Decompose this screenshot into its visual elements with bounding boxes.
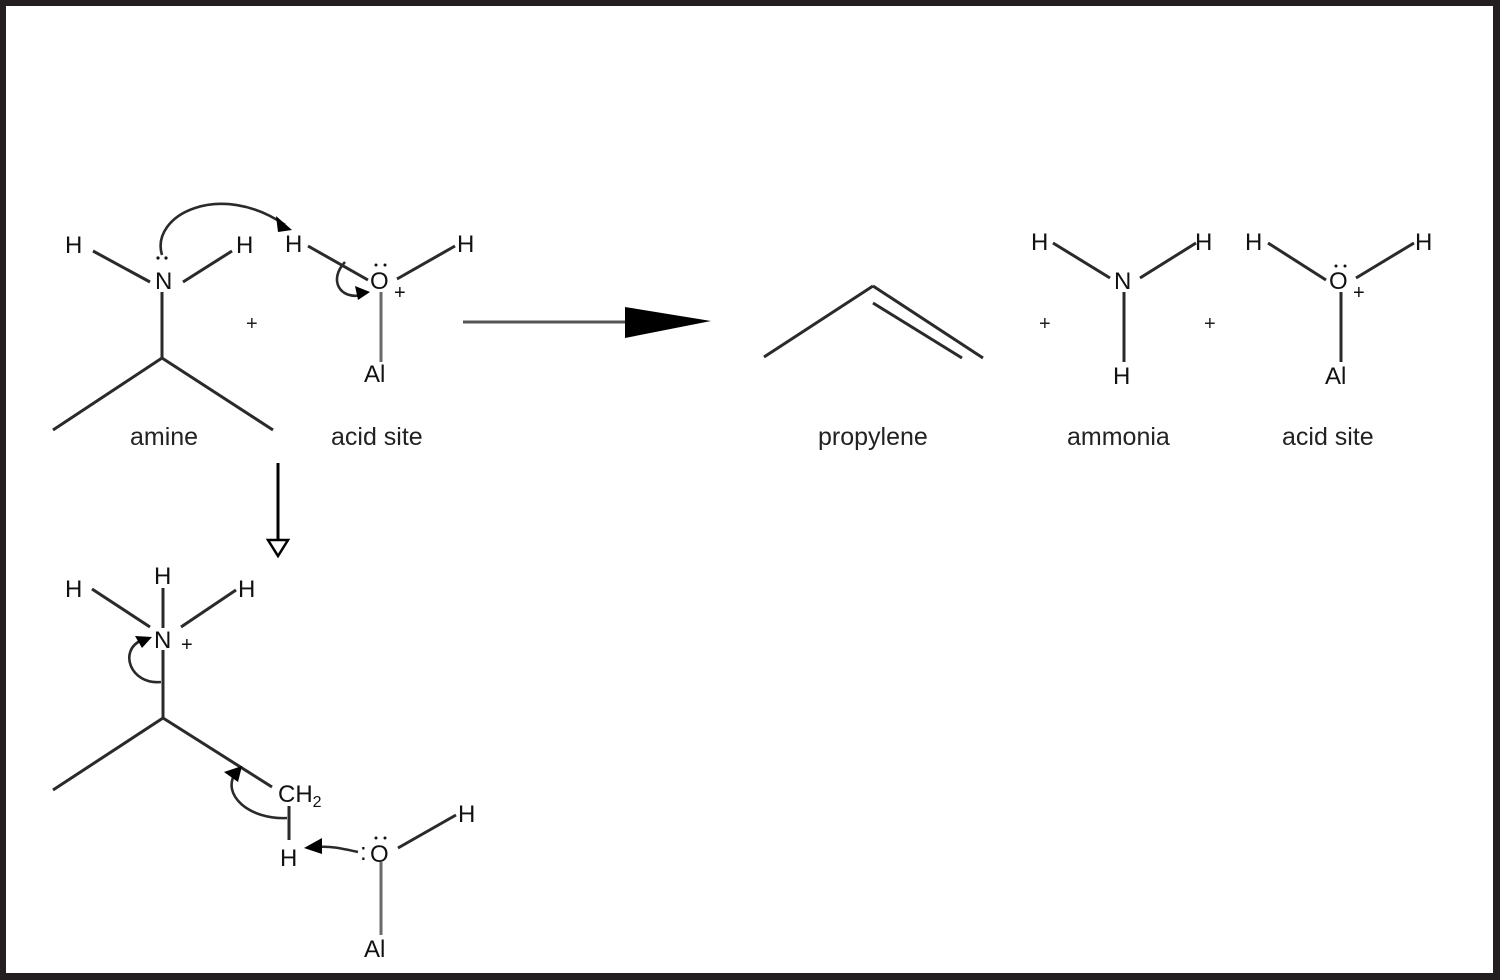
arrowhead-icon (135, 636, 152, 648)
ammonia-h3: H (1113, 363, 1130, 390)
plus-sign: + (1204, 313, 1216, 335)
acid-al: Al (364, 361, 385, 388)
amine-h2: H (236, 232, 253, 259)
propylene-molecule: propylene (763, 284, 984, 451)
acid2-h2: H (1415, 229, 1432, 256)
ammonia-h2: H (1195, 229, 1212, 256)
nh3-h2: H (154, 563, 171, 590)
diagram-canvas: H H N amine + H H O + (6, 6, 1493, 973)
ch2-group: CH2 H (224, 766, 322, 872)
acid-site-product: H H O + Al acid site (1245, 229, 1432, 451)
amine-molecule: H H N amine (52, 202, 292, 451)
amine-label: amine (130, 423, 198, 451)
acid-site-label-2: acid site (1282, 423, 1374, 451)
transfer-h: H (280, 845, 297, 872)
acid-site-intermediate: O : H Al (304, 801, 475, 963)
acid3-h: H (458, 801, 475, 828)
acid2-al: Al (1325, 363, 1346, 390)
acid-site-label: acid site (331, 423, 423, 451)
nh3-h1: H (65, 576, 82, 603)
acid-o: O (370, 268, 389, 295)
arrowhead-icon (276, 216, 292, 232)
ammonium-intermediate: H H H N + (52, 563, 273, 792)
acid-o-charge: + (394, 282, 406, 304)
plus-sign: + (1039, 313, 1051, 335)
lone-pair-dot (164, 256, 168, 260)
arrowhead-icon (355, 286, 370, 300)
acid3-lone-pair: : (360, 839, 367, 866)
arrowhead-icon (224, 766, 242, 782)
curly-arrow-icon (128, 638, 162, 684)
acid2-o-charge: + (1353, 282, 1365, 304)
amine-n: N (155, 268, 172, 295)
ch2-label: CH2 (278, 781, 322, 811)
acid3-al: Al (364, 936, 385, 963)
ammonia-n: N (1114, 268, 1131, 295)
acid2-o: O (1329, 268, 1348, 295)
curly-arrow-icon (335, 261, 363, 298)
reaction-arrow-icon (463, 307, 711, 338)
ammonium-charge: + (181, 634, 193, 656)
lone-pair-dot (1343, 264, 1347, 268)
ammonium-n: N (154, 627, 171, 654)
plus-sign: + (246, 313, 258, 335)
ammonia-molecule: H H N H ammonia (1031, 229, 1212, 451)
curly-arrow-icon (159, 202, 286, 256)
acid3-o: O (370, 841, 389, 868)
curly-arrow-icon (317, 845, 359, 854)
lone-pair-dot (156, 256, 160, 260)
nh3-h3: H (238, 576, 255, 603)
amine-h1: H (65, 232, 82, 259)
propylene-label: propylene (818, 423, 928, 451)
lone-pair-dot (1334, 264, 1338, 268)
lone-pair-dot (374, 836, 378, 840)
lone-pair-dot (383, 836, 387, 840)
ammonia-h1: H (1031, 229, 1048, 256)
lone-pair-dot (383, 263, 387, 267)
ammonia-label: ammonia (1067, 423, 1170, 451)
arrowhead-icon (304, 838, 322, 854)
acid2-h1: H (1245, 229, 1262, 256)
acid-h2: H (457, 231, 474, 258)
step-down-arrow-icon (265, 463, 291, 559)
acid-h1: H (285, 231, 302, 258)
acid-site-reactant: H H O + Al acid site (285, 231, 474, 451)
lone-pair-dot (374, 263, 378, 267)
curly-arrow-icon (230, 771, 288, 820)
